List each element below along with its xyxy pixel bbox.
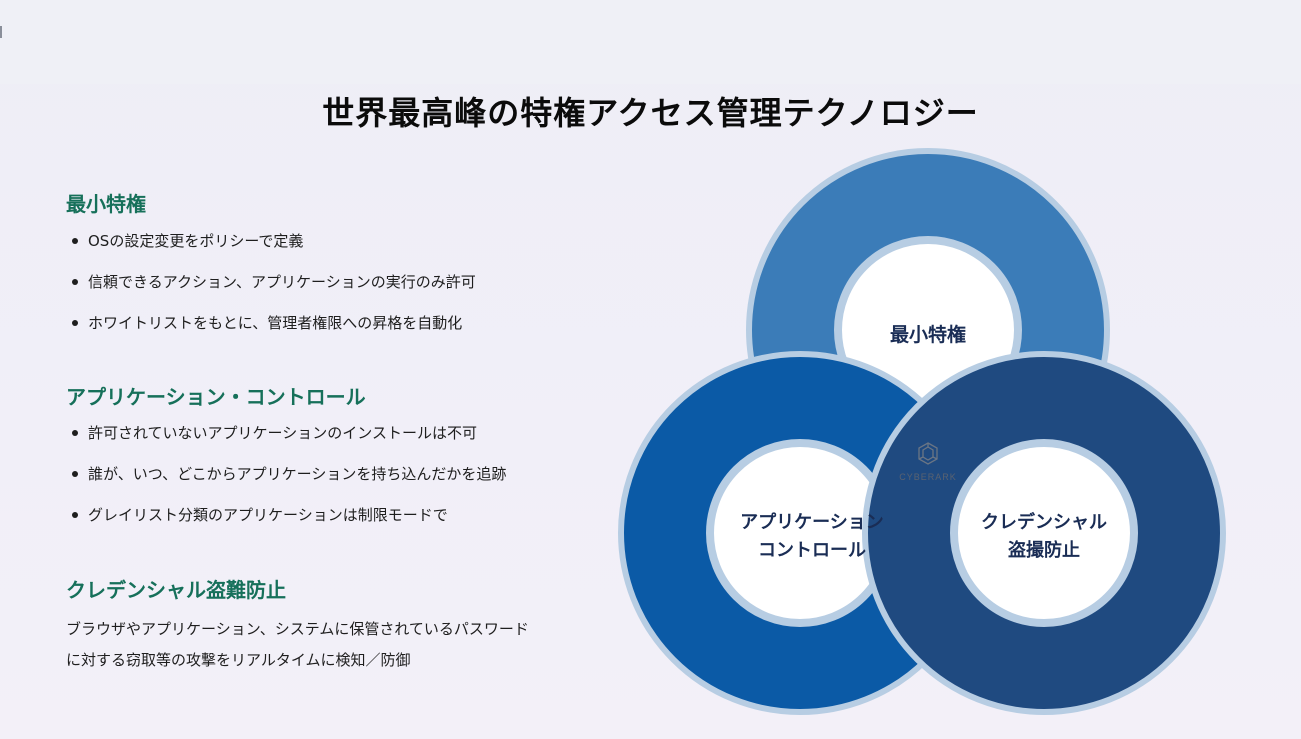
list-item: 許可されていないアプリケーションのインストールは不可: [66, 422, 506, 463]
ring-label-application-control-line1: アプリケーション: [740, 511, 884, 533]
application-control-list: 許可されていないアプリケーションのインストールは不可 誰が、いつ、どこからアプリ…: [66, 422, 506, 545]
least-privilege-list: OSの設定変更をポリシーで定義 信頼できるアクション、アプリケーションの実行のみ…: [66, 230, 476, 353]
edge-marker: [0, 26, 2, 38]
list-item: グレイリスト分類のアプリケーションは制限モードで: [66, 504, 506, 545]
list-item: 信頼できるアクション、アプリケーションの実行のみ許可: [66, 271, 476, 312]
ring-label-application-control-line2: コントロール: [758, 540, 866, 561]
cyberark-logo: CYBERARK: [899, 442, 957, 482]
logo-wordmark: CYBERARK: [899, 472, 957, 482]
heading-credential-theft-prevention: クレデンシャル盗難防止: [66, 578, 286, 602]
ring-credential-theft: [862, 351, 1226, 715]
heading-least-privilege: 最小特権: [66, 192, 146, 216]
credential-description: ブラウザやアプリケーション、システムに保管されているパスワード に対する窃取等の…: [66, 614, 626, 676]
list-item: 誰が、いつ、どこからアプリケーションを持ち込んだかを追跡: [66, 463, 506, 504]
top-bar: [0, 0, 1301, 84]
ring-label-least-privilege: 最小特権: [890, 323, 966, 346]
cyberark-hexagon-icon: [918, 442, 938, 465]
paragraph-line: に対する窃取等の攻撃をリアルタイムに検知／防御: [66, 651, 411, 669]
page-title: 世界最高峰の特権アクセス管理テクノロジー: [322, 94, 979, 132]
paragraph-line: ブラウザやアプリケーション、システムに保管されているパスワード: [66, 620, 529, 638]
ring-label-credential-line2: 盗撮防止: [1008, 539, 1080, 561]
list-item: ホワイトリストをもとに、管理者権限への昇格を自動化: [66, 312, 476, 353]
list-item: OSの設定変更をポリシーで定義: [66, 230, 476, 271]
heading-application-control: アプリケーション・コントロール: [66, 385, 366, 409]
ring-label-credential-line1: クレデンシャル: [981, 511, 1107, 533]
